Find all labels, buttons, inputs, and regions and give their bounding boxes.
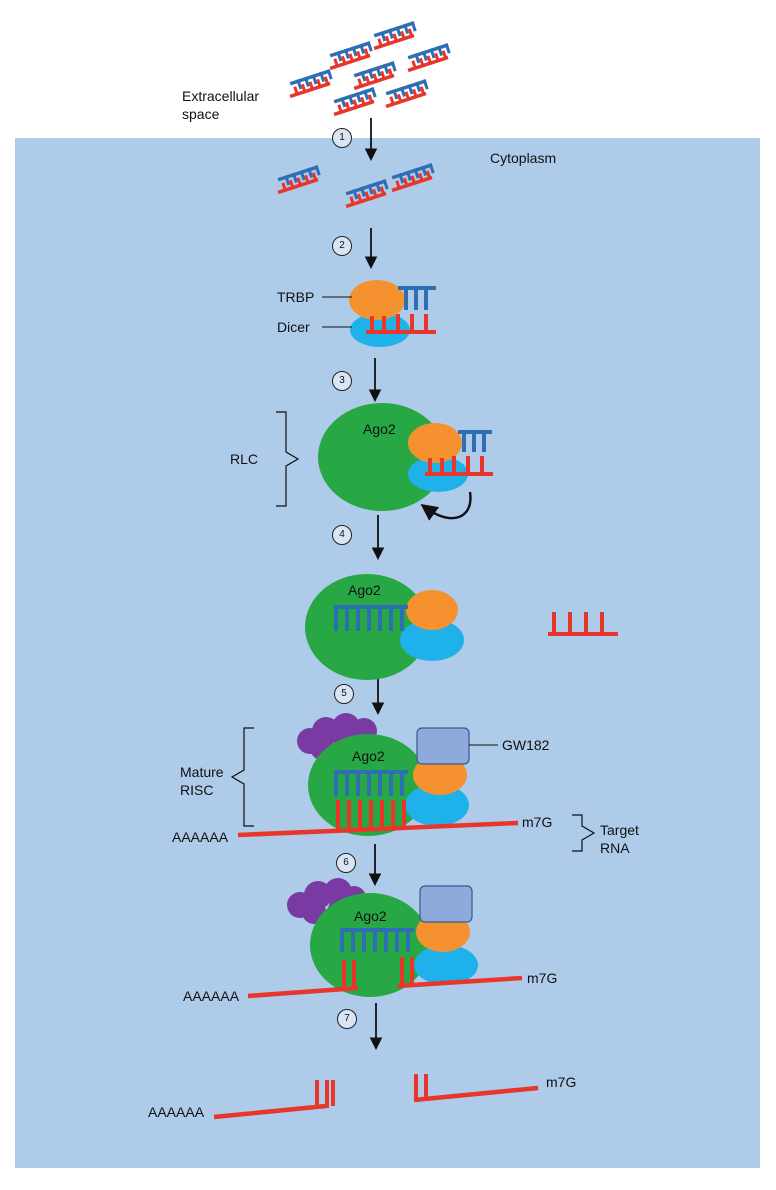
step-6-marker: 6 (336, 853, 356, 873)
mature-risc-complex (230, 713, 596, 852)
poly-a-tail-label-stage-6: AAAAAA (183, 988, 240, 1004)
cleaved-target-fragments (213, 1074, 539, 1120)
gw182-label: GW182 (502, 737, 550, 753)
dicer-trbp-complex (322, 280, 436, 347)
m7g-cap-label-stage-6: m7G (527, 970, 558, 986)
target-cleavage-complex (247, 878, 523, 999)
m7g-cap-label-stage-5: m7G (522, 814, 553, 830)
poly-a-tail-label-stage-7: AAAAAA (148, 1104, 205, 1120)
step-arrows (364, 118, 385, 1051)
dicer-label: Dicer (277, 319, 310, 335)
mature-risc-label: Mature RISC (180, 764, 224, 798)
step-5-marker: 5 (334, 684, 354, 704)
poly-a-tail-label-stage-5: AAAAAA (172, 829, 229, 845)
step-4-marker: 4 (332, 525, 352, 545)
step-1-marker: 1 (332, 128, 352, 148)
ago2-label-stage-5: Ago2 (352, 748, 385, 764)
rlc-complex (276, 403, 493, 521)
trbp-label: TRBP (277, 289, 315, 305)
trbp-shape (349, 280, 405, 320)
extracellular-space-label: Extracellular space (182, 88, 260, 122)
ago2-label-stage-4: Ago2 (348, 582, 381, 598)
m7g-cap-label-stage-7: m7G (546, 1074, 577, 1090)
target-rna-label: Target RNA (600, 822, 639, 856)
rlc-label: RLC (230, 451, 259, 467)
step-3-marker: 3 (332, 371, 352, 391)
released-passenger-strand (548, 612, 618, 636)
ago2-label-stage-6: Ago2 (354, 908, 387, 924)
ago2-guide-complex (305, 574, 464, 680)
gw182-shape (416, 727, 470, 765)
step-7-marker: 7 (337, 1009, 357, 1029)
ago2-label-stage-3: Ago2 (363, 421, 396, 437)
step-2-marker: 2 (332, 236, 352, 256)
cytoplasm-label: Cytoplasm (490, 150, 557, 166)
extracellular-sirna-duplexes (285, 21, 453, 117)
